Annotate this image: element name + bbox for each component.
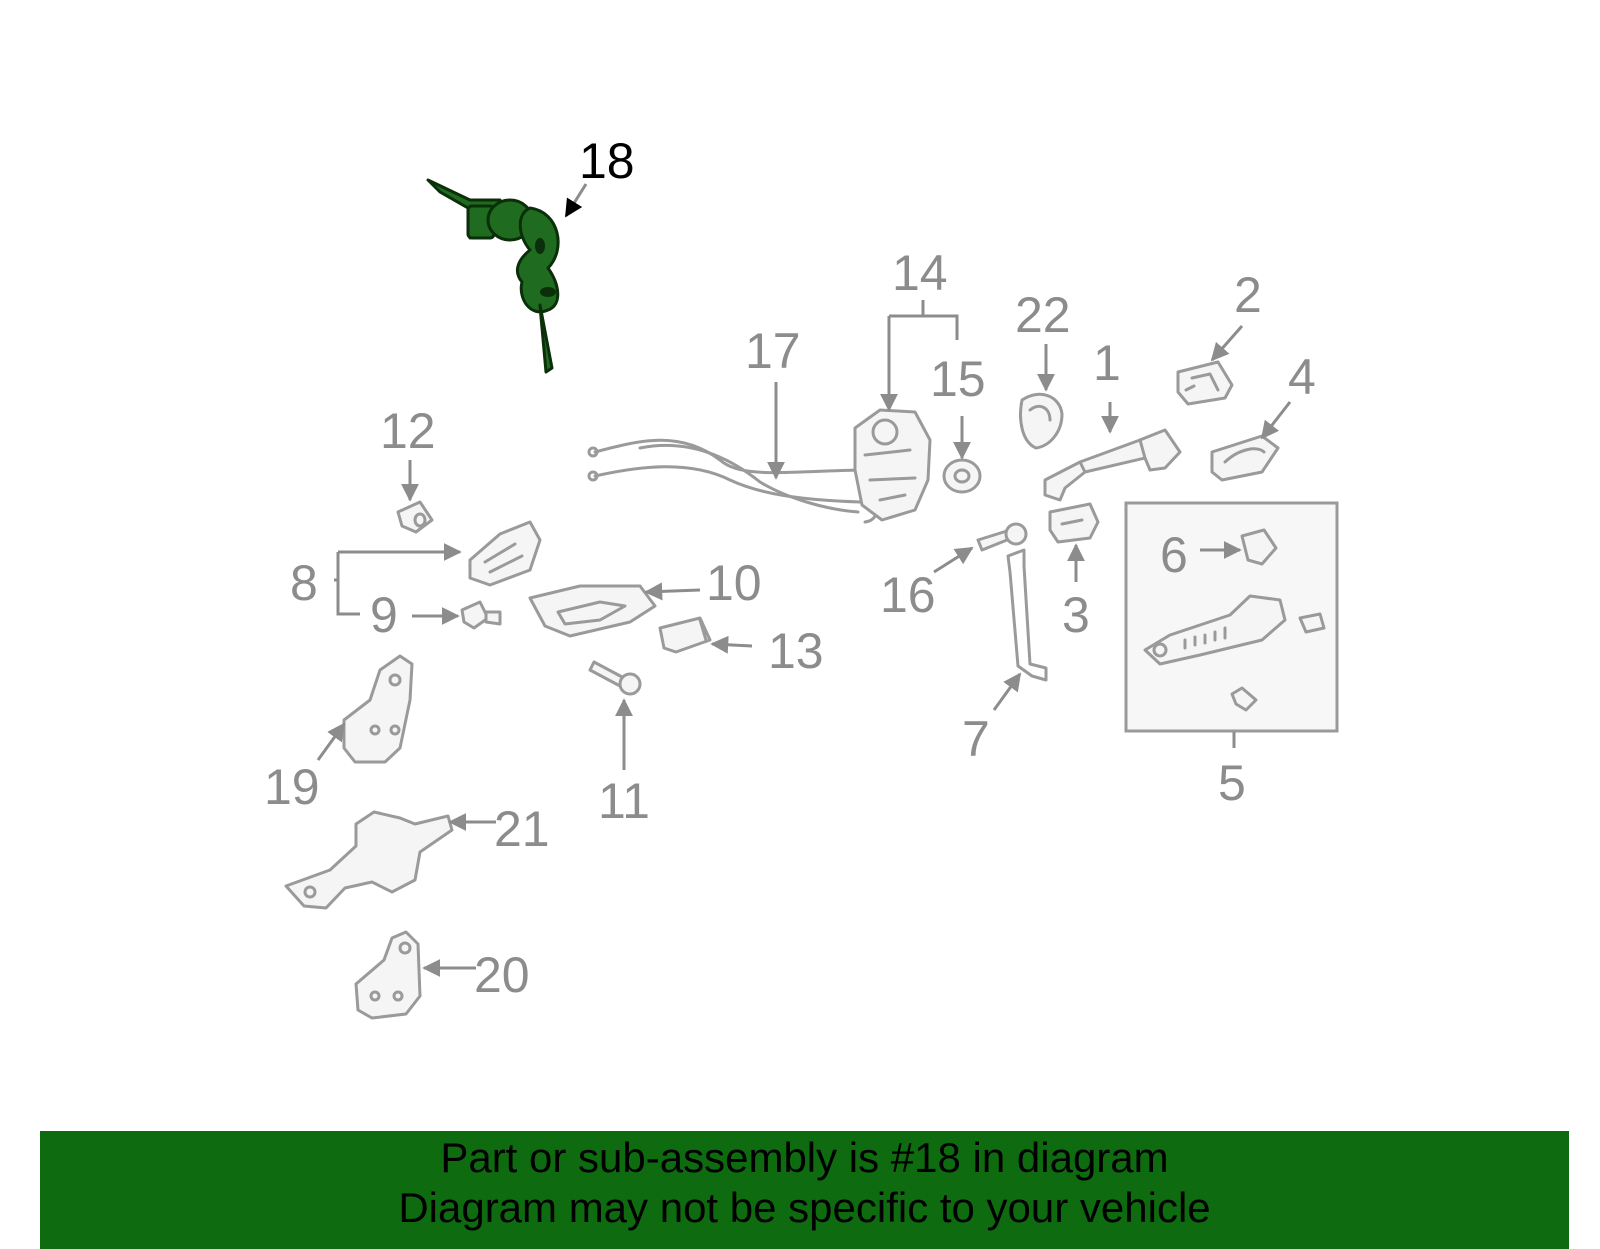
- part-12[interactable]: [396, 500, 434, 534]
- callout-4[interactable]: 4: [1288, 349, 1316, 405]
- part-4[interactable]: [1210, 434, 1280, 482]
- callout-9[interactable]: 9: [370, 587, 398, 643]
- part-3[interactable]: [1048, 502, 1100, 544]
- part-11-screw[interactable]: [588, 660, 642, 696]
- part-13[interactable]: [658, 616, 712, 654]
- part-1-outside-handle[interactable]: [1043, 428, 1182, 502]
- part-2[interactable]: [1176, 360, 1234, 406]
- part-18-lock-cylinder[interactable]: [426, 178, 560, 374]
- banner-line-1: Part or sub-assembly is #18 in diagram: [440, 1134, 1169, 1181]
- callout-20[interactable]: 20: [474, 947, 530, 1003]
- callout-17[interactable]: 17: [745, 323, 801, 379]
- part-9[interactable]: [460, 600, 502, 630]
- callout-labels: 18 14 17 15 22 1 2 4 12 8 9 10 13 11 16 …: [264, 133, 1316, 1003]
- info-banner: Part or sub-assembly is #18 in diagram D…: [40, 1131, 1569, 1249]
- part-6[interactable]: [1240, 528, 1278, 566]
- callout-7[interactable]: 7: [962, 711, 990, 767]
- part-8[interactable]: [468, 520, 542, 587]
- part-10-inside-handle[interactable]: [528, 584, 657, 638]
- part-17-cables[interactable]: [587, 438, 878, 524]
- part-5-assembly-box[interactable]: [1124, 501, 1339, 733]
- callout-16[interactable]: 16: [880, 567, 936, 623]
- callout-18[interactable]: 18: [579, 133, 635, 189]
- callout-22[interactable]: 22: [1015, 287, 1071, 343]
- part-15-grommet[interactable]: [942, 458, 982, 494]
- callout-14[interactable]: 14: [892, 245, 948, 301]
- part-14-latch[interactable]: [853, 408, 932, 522]
- callout-1[interactable]: 1: [1093, 335, 1121, 391]
- callout-15[interactable]: 15: [930, 351, 986, 407]
- callout-13[interactable]: 13: [768, 623, 824, 679]
- part-21-door-check[interactable]: [284, 810, 454, 910]
- part-20-hinge[interactable]: [354, 930, 422, 1020]
- callout-2[interactable]: 2: [1234, 267, 1262, 323]
- part-22[interactable]: [1019, 392, 1064, 450]
- callout-21[interactable]: 21: [494, 801, 550, 857]
- leader-lines: [316, 183, 1292, 977]
- callout-5[interactable]: 5: [1218, 755, 1246, 811]
- part-19-hinge[interactable]: [342, 654, 414, 764]
- callout-10[interactable]: 10: [706, 555, 762, 611]
- callout-6[interactable]: 6: [1160, 527, 1188, 583]
- callout-3[interactable]: 3: [1062, 587, 1090, 643]
- part-7-rod[interactable]: [1006, 548, 1048, 682]
- callout-12[interactable]: 12: [380, 403, 436, 459]
- banner-line-2: Diagram may not be specific to your vehi…: [398, 1184, 1211, 1231]
- callout-11[interactable]: 11: [598, 773, 650, 829]
- part-16-screw[interactable]: [976, 522, 1028, 552]
- callout-19[interactable]: 19: [264, 759, 320, 815]
- callout-8[interactable]: 8: [290, 555, 318, 611]
